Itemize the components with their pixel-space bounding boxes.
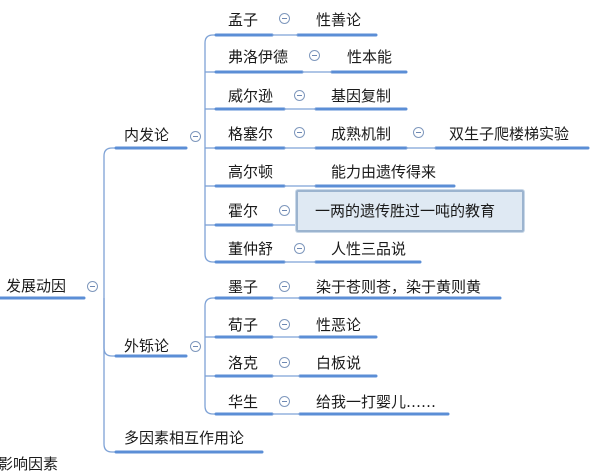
idea-node[interactable]: 性恶论 <box>316 316 362 334</box>
branch-internal[interactable]: 内发论 <box>124 126 170 144</box>
idea-node[interactable]: 人性三品说 <box>331 240 407 258</box>
person-node[interactable]: 弗洛伊德 <box>228 48 289 66</box>
collapse-toggle-external[interactable] <box>190 341 201 352</box>
collapse-toggle-person[interactable] <box>279 205 290 216</box>
connector-root-multi <box>103 298 116 453</box>
collapse-toggle-person[interactable] <box>294 243 305 254</box>
person-node[interactable]: 荀子 <box>228 316 259 334</box>
person-node[interactable]: 格塞尔 <box>228 125 274 143</box>
collapse-toggle-person[interactable] <box>294 90 305 101</box>
idea-node-selected[interactable]: 一两的遗传胜过一吨的教育 <box>315 202 496 220</box>
connector-root-internal <box>103 147 116 298</box>
collapse-toggle-idea[interactable] <box>413 127 424 138</box>
collapse-toggle-person[interactable] <box>309 50 320 61</box>
person-node[interactable]: 霍尔 <box>228 202 259 220</box>
person-node[interactable]: 威尔逊 <box>228 87 274 105</box>
idea-node[interactable]: 给我一打婴儿…… <box>316 393 437 411</box>
collapse-toggle-person[interactable] <box>279 13 290 24</box>
collapse-toggle-person[interactable] <box>279 396 290 407</box>
idea-node[interactable]: 性本能 <box>347 48 393 66</box>
collapse-toggle-person[interactable] <box>294 127 305 138</box>
collapse-toggle-person[interactable] <box>279 357 290 368</box>
idea-node[interactable]: 性善论 <box>316 11 362 29</box>
branch-external[interactable]: 外铄论 <box>124 337 170 355</box>
person-idea-links <box>272 34 436 415</box>
person-node[interactable]: 孟子 <box>228 11 259 29</box>
collapse-toggle-root[interactable] <box>87 281 98 292</box>
idea-node[interactable]: 基因复制 <box>331 87 392 105</box>
idea-node[interactable]: 白板说 <box>316 354 362 372</box>
idea-node[interactable]: 能力由遗传得来 <box>331 163 437 181</box>
person-node[interactable]: 高尔顿 <box>228 163 274 181</box>
person-node[interactable]: 董仲舒 <box>228 240 274 258</box>
person-node[interactable]: 华生 <box>228 393 259 411</box>
connector-external-down <box>204 356 216 415</box>
selected-node-highlight <box>296 190 524 232</box>
idea-node[interactable]: 成熟机制 <box>331 125 392 143</box>
person-node[interactable]: 墨子 <box>228 278 259 296</box>
person-node[interactable]: 洛克 <box>228 354 259 372</box>
connector-internal-up <box>204 34 216 145</box>
collapse-toggle-person[interactable] <box>279 281 290 292</box>
node-underlines <box>0 33 590 454</box>
collapse-toggle-internal[interactable] <box>190 131 201 142</box>
root-node-development-cause[interactable]: 发展动因 <box>6 277 67 295</box>
connector-root-external <box>103 298 116 357</box>
collapse-toggle-person[interactable] <box>279 319 290 330</box>
branch-multi-factor[interactable]: 多因素相互作用论 <box>124 429 245 447</box>
connector-internal-down <box>204 145 216 263</box>
root-node-influencing-factors[interactable]: 影响因素 <box>0 455 59 473</box>
idea-node[interactable]: 染于苍则苍，染于黄则黄 <box>316 278 482 296</box>
connector-external-up <box>204 297 216 356</box>
sub-idea-node[interactable]: 双生子爬楼梯实验 <box>449 125 570 143</box>
